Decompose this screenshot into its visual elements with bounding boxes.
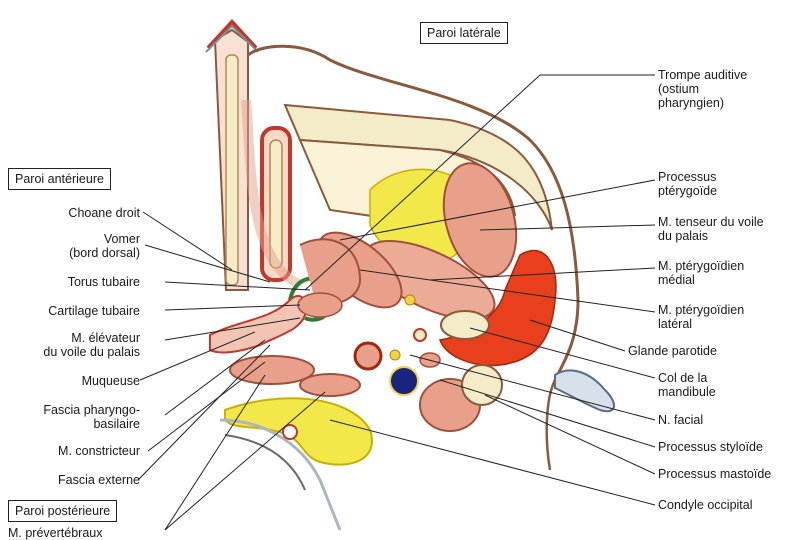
- label-col: Col de la: [658, 371, 707, 385]
- label-vomer: Vomer: [104, 232, 140, 246]
- posterior-wall-box: Paroi postérieure: [8, 500, 117, 522]
- label-choane: Choane droit: [68, 206, 140, 220]
- label-muqueuse: Muqueuse: [82, 374, 140, 388]
- label-prevertebraux: M. prévertébraux: [8, 526, 102, 540]
- label-fascia-externe: Fascia externe: [58, 473, 140, 487]
- nerve-1: [390, 350, 400, 360]
- label-torus: Torus tubaire: [68, 275, 140, 289]
- label-col-2: mandibule: [658, 385, 716, 399]
- label-pter-med: M. ptérygoïdien: [658, 259, 744, 273]
- anterior-wall-box: Paroi antérieure: [8, 168, 111, 190]
- nerve-2: [405, 295, 415, 305]
- lateral-wall-box: Paroi latérale: [420, 22, 508, 44]
- label-parotide: Glande parotide: [628, 344, 717, 358]
- choana-septum: [246, 100, 300, 285]
- label-pter-lat: M. ptérygoïdien: [658, 303, 744, 317]
- label-trompe-2: (ostium: [658, 82, 699, 96]
- levator-veli-palatini: [298, 293, 342, 317]
- mastoid-process: [462, 365, 502, 405]
- label-trompe: Trompe auditive: [658, 68, 747, 82]
- label-pter-med-2: médial: [658, 273, 695, 287]
- occipital-condyle: [225, 398, 372, 464]
- label-elevateur-sub: du voile du palais: [43, 345, 140, 359]
- pharyngeal-wall: [210, 296, 306, 353]
- label-cartilage: Cartilage tubaire: [48, 304, 140, 318]
- internal-jugular: [390, 367, 418, 395]
- label-vomer-sub: (bord dorsal): [69, 246, 140, 260]
- label-tenseur: M. tenseur du voile: [658, 215, 764, 229]
- label-pter-lat-2: latéral: [658, 317, 692, 331]
- label-condyle: Condyle occipital: [658, 498, 753, 512]
- label-pterygoide-2: ptérygoïde: [658, 184, 717, 198]
- label-elevateur: M. élévateur: [71, 331, 140, 345]
- constrictor-muscle: [230, 356, 314, 384]
- label-trompe-3: pharyngien): [658, 96, 724, 110]
- label-mastoide: Processus mastoïde: [658, 467, 771, 481]
- label-facial: N. facial: [658, 413, 703, 427]
- external-ear-canal: [555, 370, 614, 411]
- nerve-3: [414, 329, 426, 341]
- prevertebral-muscle: [300, 374, 360, 396]
- label-tenseur-2: du palais: [658, 229, 708, 243]
- label-pterygoide: Processus: [658, 170, 716, 184]
- mandible-neck: [441, 311, 489, 339]
- vertebral-artery: [283, 425, 297, 439]
- label-fascia-pb-sub: basilaire: [93, 417, 140, 431]
- internal-carotid: [355, 343, 381, 369]
- label-styloide: Processus styloïde: [658, 440, 763, 454]
- label-fascia-pb: Fascia pharyngo-: [43, 403, 140, 417]
- label-constricteur: M. constricteur: [58, 444, 140, 458]
